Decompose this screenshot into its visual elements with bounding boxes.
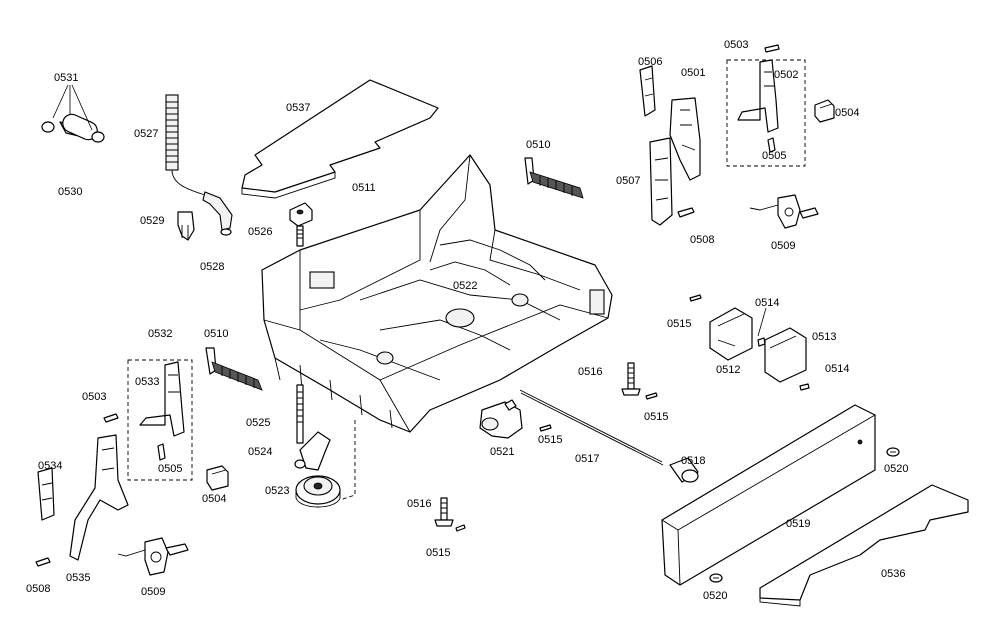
label-0527: 0527 [134,128,159,140]
part-0504-lower [206,465,229,491]
part-0532-assembly [127,359,193,481]
label-0505-upper: 0505 [762,150,787,162]
label-0524: 0524 [248,446,273,458]
part-0534-bracket [37,467,55,521]
part-0514-clip-b [799,383,810,391]
label-0509-lower: 0509 [141,586,166,598]
label-0534: 0534 [38,460,63,472]
part-0510-upper [524,157,584,199]
part-0519-panel [661,404,876,586]
part-0502-assembly [726,44,806,167]
label-0515-a: 0515 [667,318,692,330]
label-0516-upper: 0516 [578,366,603,378]
label-0521: 0521 [490,446,515,458]
part-0510-lower [205,347,263,391]
label-0533: 0533 [135,376,160,388]
label-0501: 0501 [681,67,706,79]
label-0508-lower: 0508 [26,583,51,595]
part-0515-pin-d [455,524,466,532]
label-0531: 0531 [54,72,79,84]
label-0513: 0513 [812,331,837,343]
part-0517-rod-edge [520,392,664,466]
label-0504-upper: 0504 [835,107,860,119]
part-0515-pin-c [539,424,552,432]
label-0516-lower: 0516 [407,498,432,510]
part-0507-bracket [649,137,673,226]
label-0517: 0517 [575,453,600,465]
part-0520-screw-upper [886,447,900,457]
part-0516-lower [434,497,454,527]
label-0532: 0532 [148,328,173,340]
label-0519: 0519 [786,518,811,530]
label-0536: 0536 [881,568,906,580]
part-0506-bracket [639,65,656,117]
part-0524-impeller [294,431,331,471]
label-0514-upper: 0514 [755,297,780,309]
label-0526: 0526 [248,226,273,238]
part-0518-knob [669,457,699,483]
part-0516-upper [621,362,641,396]
label-0535: 0535 [66,572,91,584]
label-0507: 0507 [616,175,641,187]
part-0529-clip [177,211,195,241]
part-0512-module [709,307,753,361]
part-0509-lower [117,537,189,576]
part-0501-bracket [669,97,701,181]
part-0509-upper [749,194,819,229]
part-0526-sensor [289,202,313,247]
label-0523: 0523 [265,485,290,497]
label-0504-lower: 0504 [202,493,227,505]
part-0515-pin-b [645,392,658,400]
label-0510-upper: 0510 [526,139,551,151]
part-0521-valve [479,399,523,439]
part-0525-pin [296,384,304,444]
label-0515-d: 0515 [426,547,451,559]
part-0527-hose [165,94,233,236]
label-0515-b: 0515 [644,411,669,423]
part-0508-screw-upper [677,207,695,218]
part-0520-screw-lower [709,573,723,583]
label-0520-lower: 0520 [703,590,728,602]
part-0514-clip-a [757,337,766,347]
label-0522: 0522 [453,280,478,292]
label-0505-lower: 0505 [158,463,183,475]
label-0502: 0502 [774,69,799,81]
part-0535-bracket [69,434,129,561]
label-0503-lower: 0503 [82,391,107,403]
part-0513-cover [764,327,807,383]
label-0508-upper: 0508 [690,234,715,246]
part-0515-pin-a [689,294,702,302]
label-0525: 0525 [246,417,271,429]
label-0518: 0518 [681,455,706,467]
label-0510-lower: 0510 [204,328,229,340]
label-0515-c: 0515 [538,434,563,446]
label-0537: 0537 [286,102,311,114]
part-0511-base [261,154,613,433]
label-0514-lower: 0514 [825,363,850,375]
label-0506: 0506 [638,56,663,68]
part-0531-tube [41,84,105,143]
part-0503-screw-lower [103,413,119,423]
part-0537-pad [241,79,439,199]
label-0511: 0511 [352,182,376,194]
part-0517-rod [519,389,663,463]
label-0530: 0530 [58,186,83,198]
label-0512: 0512 [716,364,741,376]
part-0504-upper [814,99,835,123]
label-0528: 0528 [200,261,225,273]
label-0503-upper: 0503 [724,39,749,51]
part-0508-screw-lower [35,557,51,567]
label-0520-upper: 0520 [884,463,909,475]
label-0509-upper: 0509 [771,240,796,252]
part-0523-pulley [295,475,341,508]
label-0529: 0529 [140,215,165,227]
leader-0514 [757,307,767,337]
pump-center-line [339,420,356,501]
part-0536-strip [759,484,969,607]
